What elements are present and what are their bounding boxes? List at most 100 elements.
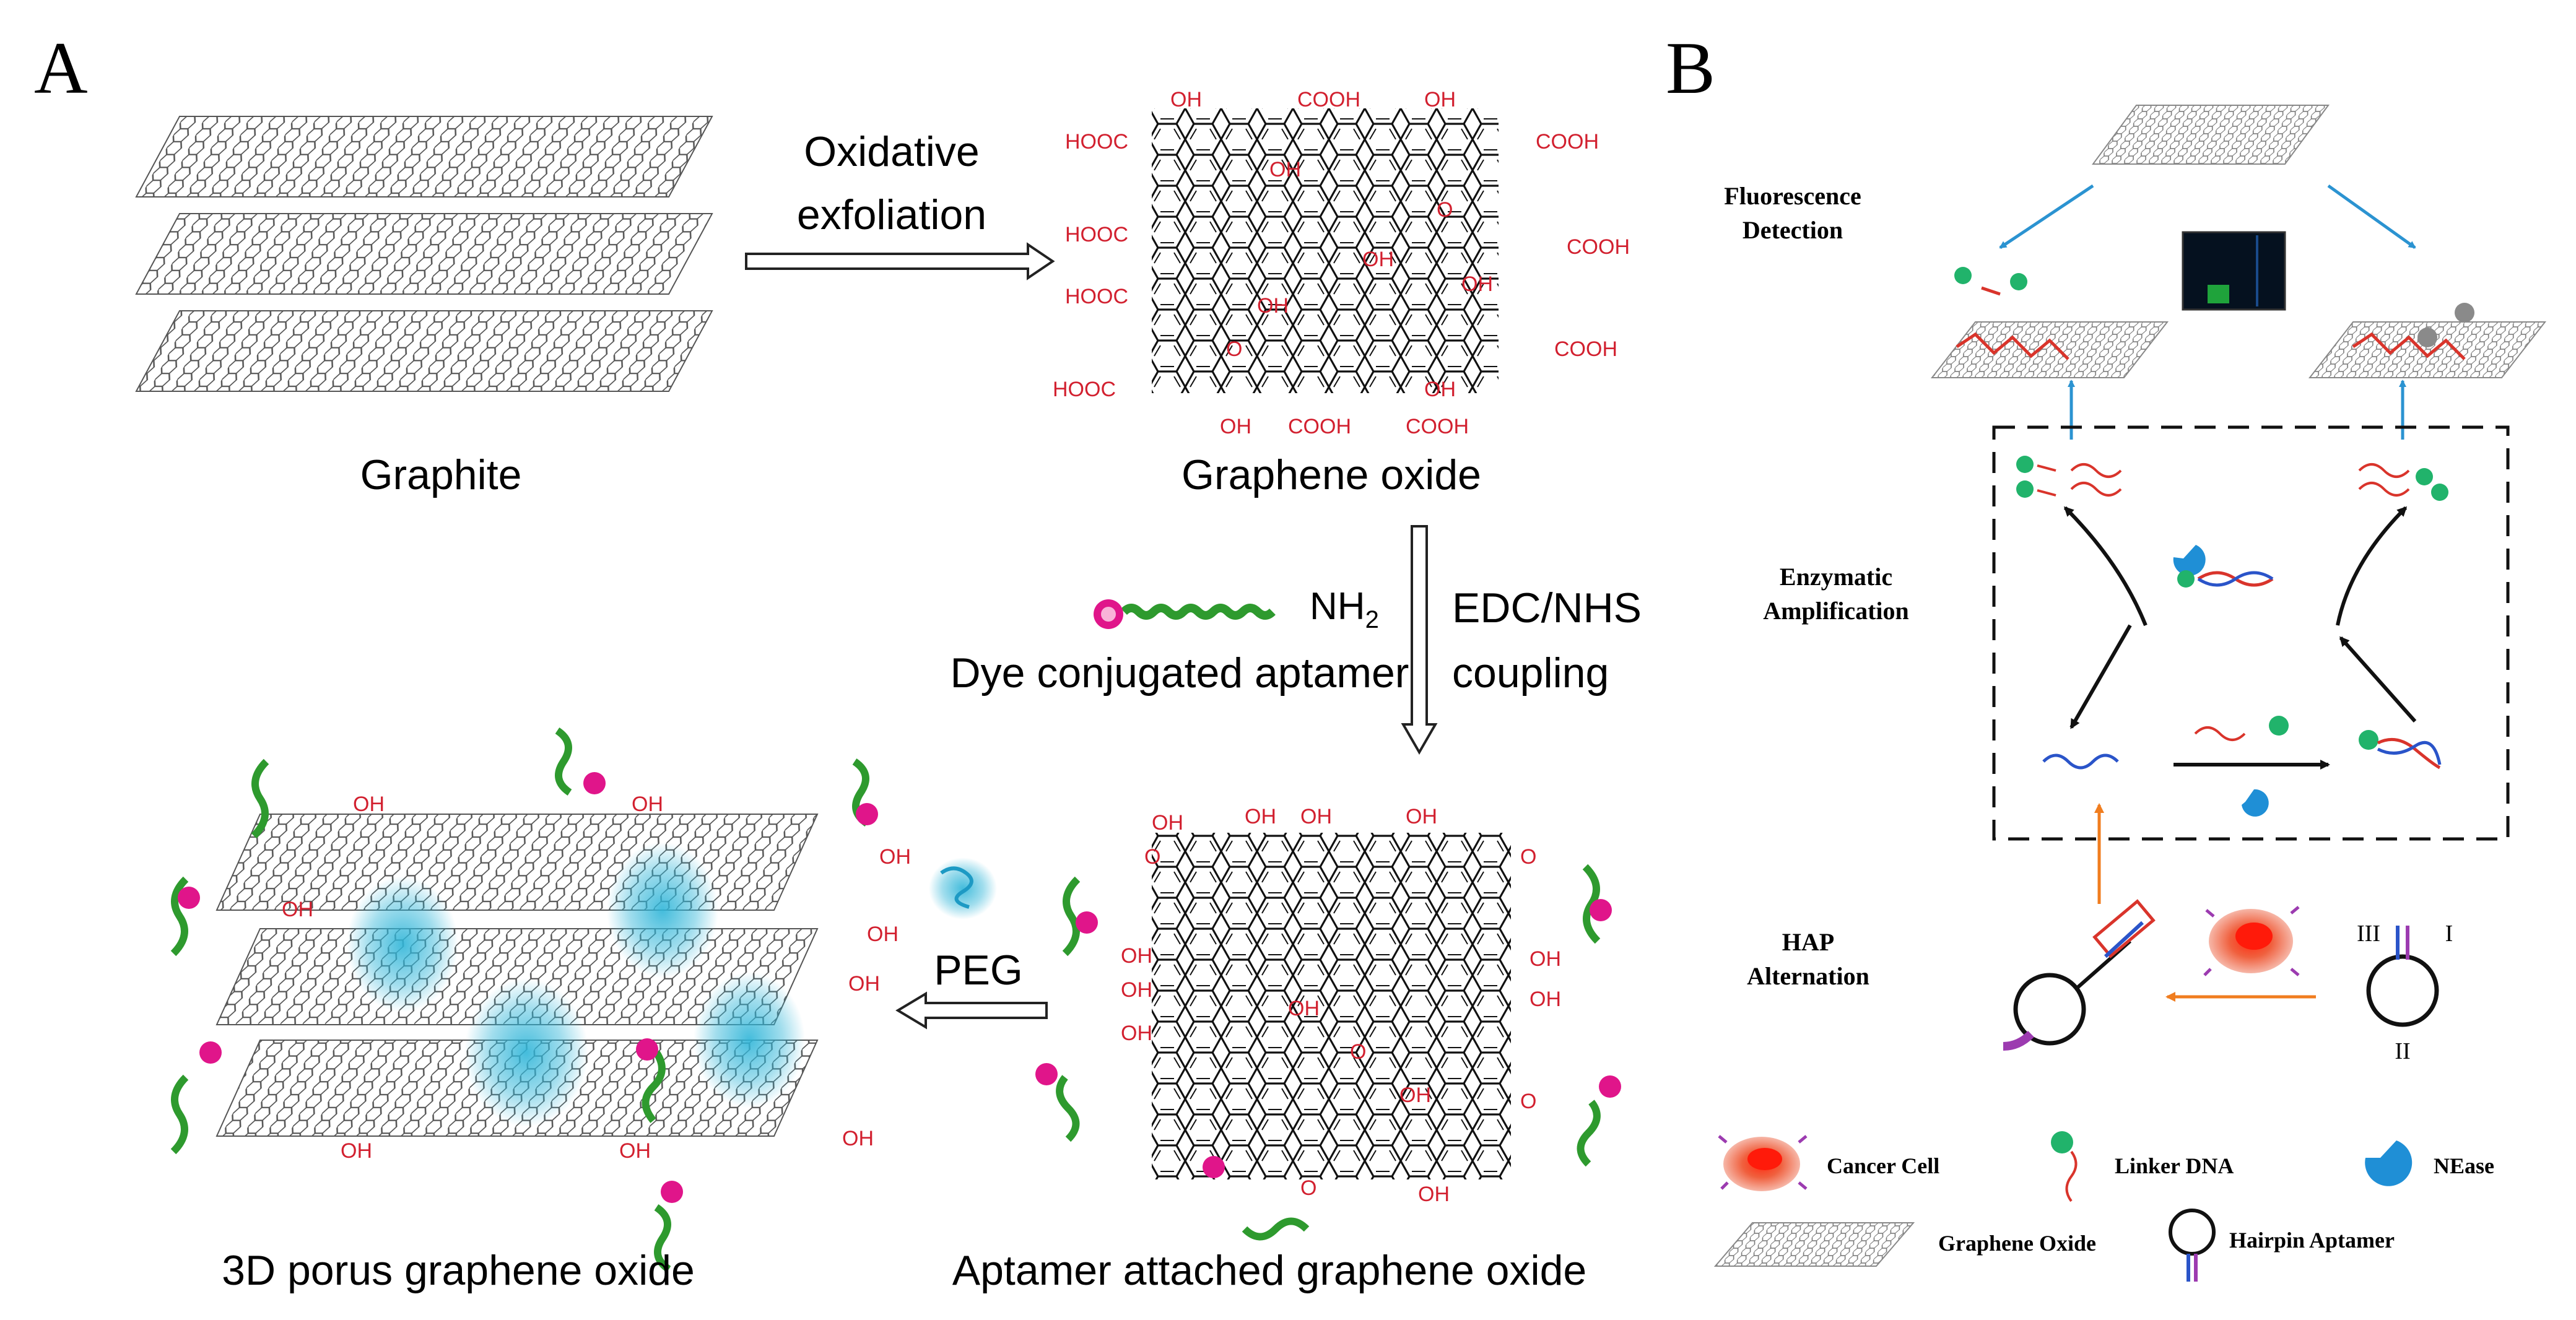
blue-dna-strand [2042, 753, 2119, 770]
enzymatic-label-line1: Enzymatic [1780, 563, 1892, 591]
svg-text:OH: OH [282, 898, 313, 921]
peg-label: PEG [934, 947, 1023, 994]
svg-text:O: O [1520, 845, 1536, 869]
svg-text:Hairpin Aptamer: Hairpin Aptamer [2229, 1228, 2395, 1253]
svg-text:NEase: NEase [2434, 1153, 2494, 1178]
svg-text:OH: OH [1288, 997, 1320, 1020]
porous-go-structure: OH OH OH OH OH OH OH OH OH [170, 727, 911, 1272]
go-sheet-top [2092, 105, 2330, 165]
svg-text:O: O [1144, 845, 1160, 869]
svg-text:O: O [1226, 337, 1242, 361]
box-top-right-products [2358, 463, 2448, 501]
svg-text:Linker DNA: Linker DNA [2115, 1153, 2234, 1178]
svg-text:OH: OH [1257, 294, 1289, 318]
svg-text:OH: OH [1269, 158, 1301, 181]
svg-text:OH: OH [1220, 415, 1251, 438]
curved-arrow-up-right [2336, 506, 2408, 626]
svg-text:HOOC: HOOC [1065, 130, 1128, 154]
hairpin-aptamer-icon [2366, 926, 2439, 1027]
amplification-box [1992, 425, 2510, 841]
svg-text:O: O [1520, 1090, 1536, 1113]
dye-aptamer-label: Dye conjugated aptamer [951, 649, 1409, 697]
panel-a-letter: A [34, 27, 88, 109]
svg-text:O: O [1350, 1040, 1366, 1064]
svg-text:OH: OH [1121, 1022, 1152, 1045]
aptamer-go-label: Aptamer attached graphene oxide [952, 1247, 1586, 1294]
opened-hairpin-aptamer [2003, 899, 2156, 1051]
arrow-up-right-diag [2339, 636, 2417, 723]
graphite-stack [135, 116, 713, 392]
curved-arrow-up-left [2063, 506, 2147, 627]
svg-text:COOH: COOH [1554, 337, 1617, 361]
svg-text:OH: OH [1418, 1183, 1450, 1206]
panel-b: B Fluorescence Detection Enzymat [1666, 27, 2547, 1282]
blue-arrow-left [1999, 184, 2094, 250]
edc-label-line1: EDC/NHS [1452, 584, 1642, 632]
blue-arrow-right [2327, 184, 2416, 250]
arrow-down-left [2069, 624, 2132, 729]
svg-text:OH: OH [353, 792, 385, 816]
nh2-label: NH2 [1310, 585, 1379, 633]
legend: Cancer Cell Linker DNA NEase Graphene Ox… [1713, 1131, 2494, 1282]
nease-icon-mid [2242, 789, 2269, 817]
roman-ii: II [2395, 1038, 2410, 1064]
svg-text:COOH: COOH [1536, 130, 1599, 154]
panel-a: A Graphite Oxidative exfoliation OH COOH… [34, 27, 1642, 1294]
svg-text:O: O [1437, 198, 1453, 222]
svg-text:Cancer Cell: Cancer Cell [1827, 1153, 1939, 1178]
svg-text:OH: OH [1121, 944, 1152, 968]
legend-linker-dna: Linker DNA [2051, 1131, 2234, 1202]
legend-hairpin-aptamer: Hairpin Aptamer [2169, 1209, 2395, 1282]
duplex-bottom-right [2359, 730, 2442, 770]
svg-text:OH: OH [1245, 805, 1276, 828]
enzymatic-label-line2: Amplification [1763, 597, 1909, 625]
svg-text:OH: OH [1530, 947, 1561, 971]
hap-label-line2: Alternation [1747, 962, 1869, 990]
nease-duplex-complex [2173, 545, 2274, 588]
go-sheet-right [2308, 303, 2547, 378]
svg-text:COOH: COOH [1288, 415, 1351, 438]
svg-text:OH: OH [619, 1139, 651, 1163]
roman-i: I [2445, 921, 2453, 947]
svg-text:OH: OH [1362, 248, 1394, 271]
peg-arrow [895, 991, 1048, 1030]
legend-nease: NEase [2365, 1140, 2494, 1186]
roman-iii: III [2357, 921, 2380, 947]
svg-text:HOOC: HOOC [1065, 285, 1128, 308]
legend-cancer-cell: Cancer Cell [1718, 1135, 1939, 1191]
oxidative-label-line1: Oxidative [804, 128, 979, 175]
svg-text:OH: OH [1399, 1083, 1431, 1107]
svg-text:OH: OH [1406, 805, 1437, 828]
cancer-cell-icon-hap [2203, 906, 2300, 976]
svg-text:OH: OH [1424, 88, 1456, 111]
svg-text:OH: OH [842, 1127, 874, 1150]
svg-text:COOH: COOH [1297, 88, 1360, 111]
panel-b-letter: B [1666, 27, 1715, 109]
fluorescence-label-line2: Detection [1743, 216, 1843, 244]
oxidative-label-line2: exfoliation [797, 191, 986, 238]
svg-text:OH: OH [1424, 378, 1456, 401]
svg-text:OH: OH [1121, 978, 1152, 1002]
svg-text:OH: OH [1170, 88, 1202, 111]
svg-text:O: O [1300, 1176, 1316, 1200]
svg-text:HOOC: HOOC [1065, 223, 1128, 246]
svg-text:Graphene Oxide: Graphene Oxide [1938, 1231, 2096, 1256]
svg-text:OH: OH [341, 1139, 372, 1163]
hap-label-line1: HAP [1782, 928, 1834, 956]
fluorescence-vial [2182, 231, 2286, 311]
aptamer-graphene-oxide-structure: OH OH OH OH O O OH OH OH OH OH O OH O OH… [1035, 805, 1621, 1241]
oxidation-arrow [745, 242, 1055, 280]
fluorescence-label-line1: Fluorescence [1724, 182, 1861, 210]
legend-graphene-oxide: Graphene Oxide [1713, 1222, 2096, 1267]
svg-text:OH: OH [1152, 811, 1183, 835]
svg-text:OH: OH [848, 972, 880, 996]
svg-text:COOH: COOH [1567, 235, 1630, 259]
svg-text:OH: OH [632, 792, 663, 816]
svg-text:OH: OH [1530, 988, 1561, 1011]
graphene-oxide-structure: OH COOH OH HOOC COOH HOOC COOH HOOC COOH… [1053, 88, 1630, 438]
svg-text:OH: OH [1300, 805, 1332, 828]
graphene-oxide-label: Graphene oxide [1181, 451, 1481, 498]
box-top-left-products [2016, 456, 2122, 498]
edc-label-line2: coupling [1452, 649, 1609, 697]
